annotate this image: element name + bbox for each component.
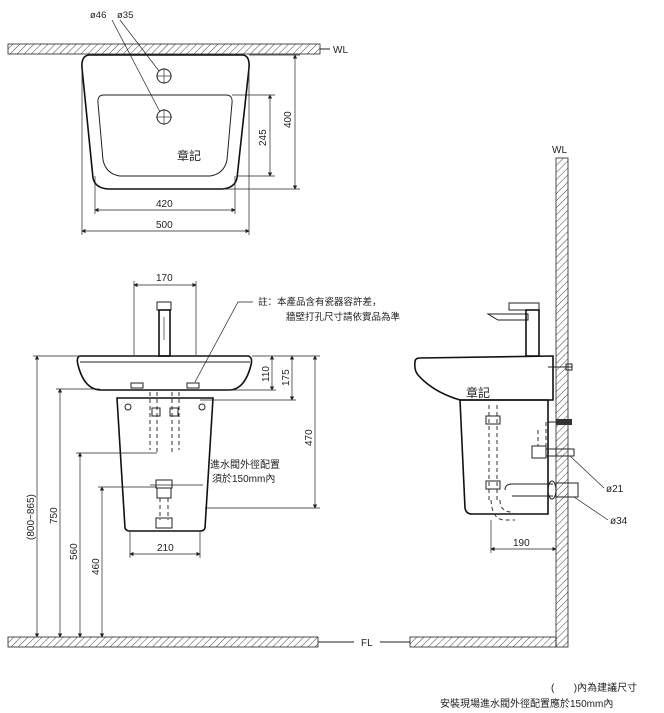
side-pedestal <box>459 399 549 515</box>
front-basin <box>76 355 253 391</box>
dim-175-label: 175 <box>281 369 292 386</box>
top-logo-text: 章記 <box>177 148 201 163</box>
side-faucet-lever <box>508 302 540 311</box>
footer-note-line2: 安裝現場進水閥外徑配置應於150mm內 <box>440 697 613 710</box>
floor-label: FL <box>361 638 373 649</box>
valve-note-line1: 進水閥外徑配置 <box>210 458 280 471</box>
front-view: 170 註：本產品含有瓷器容許差， 牆壁打孔尺寸請依實品為準 <box>7 273 557 649</box>
dia-21-label: ø21 <box>606 484 624 495</box>
front-faucet-body <box>158 309 171 357</box>
valve-note-line2: 須於150mm內 <box>212 472 275 485</box>
dim-400-label: 400 <box>283 111 294 128</box>
side-wall-label: WL <box>552 145 567 156</box>
dim-470-label: 470 <box>304 429 315 446</box>
side-faucet-spout <box>486 313 529 321</box>
footer-note-line1: ( )內為建議尺寸 <box>551 681 637 694</box>
dim-800-865-label: (800~865) <box>26 494 37 540</box>
dim-110-label: 110 <box>261 366 272 382</box>
top-wall-label: WL <box>333 45 348 56</box>
side-basin <box>414 355 554 401</box>
footer-notes: ( )內為建議尺寸 安裝現場進水閥外徑配置應於150mm內 <box>440 681 637 710</box>
dim-190-label: 190 <box>513 538 530 549</box>
floor-hatch <box>7 636 319 648</box>
dia-46-label: ø46 <box>90 10 106 21</box>
basin-bowl-outline <box>97 94 233 177</box>
dim-460-label: 460 <box>91 558 102 575</box>
ceramic-note-line1: 註：本產品含有瓷器容許差， <box>258 296 382 308</box>
top-wall-hatch <box>7 43 321 55</box>
dim-560-label: 560 <box>69 543 80 560</box>
front-pedestal <box>116 397 214 532</box>
front-faucet-head <box>156 301 172 311</box>
dim-500-label: 500 <box>156 220 173 231</box>
dim-245-label: 245 <box>258 129 269 146</box>
dia-34-label: ø34 <box>610 516 628 527</box>
dim-210-label: 210 <box>157 543 174 554</box>
side-logo-text: 章記 <box>466 385 490 400</box>
dim-750-label: 750 <box>49 507 60 524</box>
dia-35-label: ø35 <box>117 10 133 21</box>
top-view: WL ø46 ø35 章記 245 400 420 <box>7 10 348 235</box>
ceramic-note-line2: 牆壁打孔尺寸請依實品為準 <box>286 311 401 323</box>
side-view: WL 章記 ø21 ø <box>414 145 628 648</box>
dim-170-label: 170 <box>156 273 173 284</box>
side-wall-hatch <box>555 157 569 648</box>
dim-420-label: 420 <box>156 199 173 210</box>
floor-hatch-right <box>409 636 557 648</box>
